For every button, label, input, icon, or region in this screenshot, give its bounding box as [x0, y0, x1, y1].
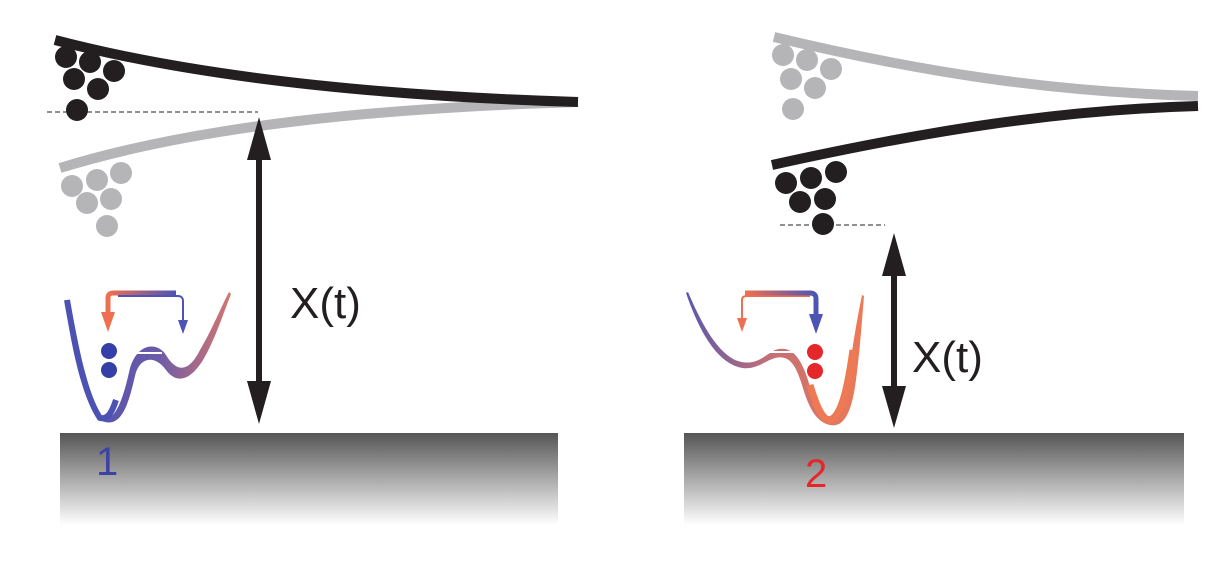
state-dot [101, 343, 117, 359]
tip-atom [814, 188, 836, 210]
tip-atom [782, 98, 804, 120]
tip-atom [79, 51, 101, 73]
substrate [60, 433, 558, 525]
inactive-cantilever [772, 32, 1199, 101]
tip-atom [86, 169, 108, 191]
tip-atom [789, 191, 811, 213]
active-cantilever [770, 101, 1199, 170]
distance-arrow [247, 117, 271, 424]
tip-atom [796, 49, 818, 71]
inactive-tip-atoms [61, 162, 132, 237]
tip-atom [103, 60, 125, 82]
transition-arrow-left [741, 295, 810, 318]
panel-1: X(t) 1 [47, 35, 579, 525]
tip-atom [96, 215, 118, 237]
tip-atom [825, 161, 847, 183]
active-tip-atoms [775, 161, 847, 235]
tip-atom [76, 192, 98, 214]
tip-atom [804, 77, 826, 99]
tip-atom [775, 172, 797, 194]
substrate [684, 433, 1184, 525]
inactive-cantilever [58, 97, 579, 173]
double-well-potential [686, 292, 864, 426]
active-tip-atoms [55, 46, 125, 121]
transition-arrow-left [105, 290, 176, 315]
state-dot [807, 344, 823, 360]
transition-arrow-right [745, 290, 819, 316]
tip-atom [772, 44, 794, 66]
panel-2: X(t) 2 [684, 32, 1199, 525]
arrow-head-right [178, 320, 188, 334]
state-label: 1 [96, 440, 118, 484]
tip-atom [812, 213, 834, 235]
tip-atom [100, 188, 122, 210]
arrow-head-left [101, 312, 115, 332]
arrow-head-right [809, 314, 823, 334]
tip-atom [63, 68, 85, 90]
tip-atom [61, 175, 83, 197]
distance-arrow [882, 233, 906, 428]
state-label: 2 [805, 452, 827, 496]
tip-atom [800, 167, 822, 189]
tip-atom [820, 58, 842, 80]
inactive-tip-atoms [772, 44, 842, 120]
state-dot [807, 363, 823, 379]
tip-atom [780, 68, 802, 90]
state-dot [101, 362, 117, 378]
tip-atom [110, 162, 132, 184]
distance-label: X(t) [290, 279, 361, 328]
tip-atom [66, 99, 88, 121]
distance-label: X(t) [912, 333, 983, 382]
tip-atom [55, 46, 77, 68]
double-well-potential [65, 292, 231, 423]
transition-arrow-right [118, 295, 184, 320]
active-cantilever [53, 35, 579, 107]
tip-atom [87, 78, 109, 100]
arrow-head-left [737, 318, 747, 332]
